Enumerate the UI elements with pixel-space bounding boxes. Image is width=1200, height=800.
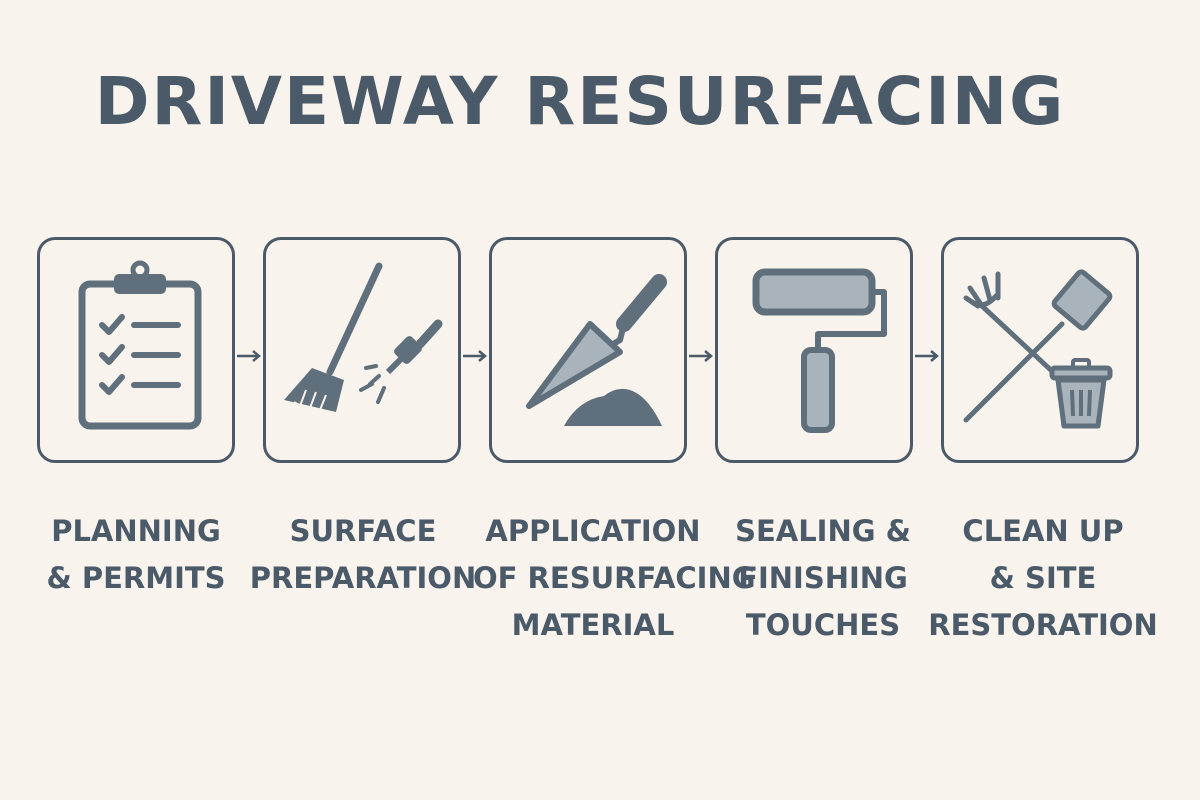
arrow-right-icon [463, 350, 487, 362]
step-5-label-line-1: CLEAN UP [962, 514, 1124, 548]
step-4-label: SEALING & FINISHING TOUCHES [703, 508, 943, 649]
step-5-label: CLEAN UP & SITE RESTORATION [923, 508, 1163, 649]
step-4-card [715, 237, 913, 463]
broom-sprayer-icon [284, 262, 443, 412]
step-3-label-line-2: OF RESURFACING [473, 561, 756, 595]
rake-shovel-trash-icon [963, 269, 1113, 429]
step-5-label-line-2: & SITE [989, 561, 1097, 595]
clipboard-checklist-icon [78, 260, 202, 430]
arrow-right-icon [237, 350, 261, 362]
step-3-card [489, 237, 687, 463]
step-4-label-line-2: FINISHING [738, 561, 908, 595]
step-5-label-line-3: RESTORATION [928, 608, 1158, 642]
step-1-card [37, 237, 235, 463]
step-3-label: APPLICATION OF RESURFACING MATERIAL [473, 508, 756, 649]
step-3-label-line-1: APPLICATION [485, 514, 701, 548]
step-2-label-line-2: PREPARATION [249, 561, 477, 595]
trowel-material-icon [526, 274, 667, 426]
step-1-label-line-2: & PERMITS [46, 561, 226, 595]
step-2-card [263, 237, 461, 463]
step-5-card [941, 237, 1139, 463]
step-3-label-line-3: MATERIAL [511, 608, 675, 642]
step-4-label-line-1: SEALING & [735, 514, 911, 548]
arrow-right-icon [915, 350, 939, 362]
paint-roller-icon [752, 268, 887, 433]
step-1-label-line-1: PLANNING [51, 514, 221, 548]
step-4-label-line-3: TOUCHES [745, 608, 901, 642]
page-title: DRIVEWAY RESURFACING [94, 63, 1066, 140]
step-2-label: SURFACE PREPARATION [243, 508, 483, 602]
arrow-right-icon [689, 350, 713, 362]
step-2-label-line-1: SURFACE [289, 514, 437, 548]
step-1-label: PLANNING & PERMITS [16, 508, 256, 602]
